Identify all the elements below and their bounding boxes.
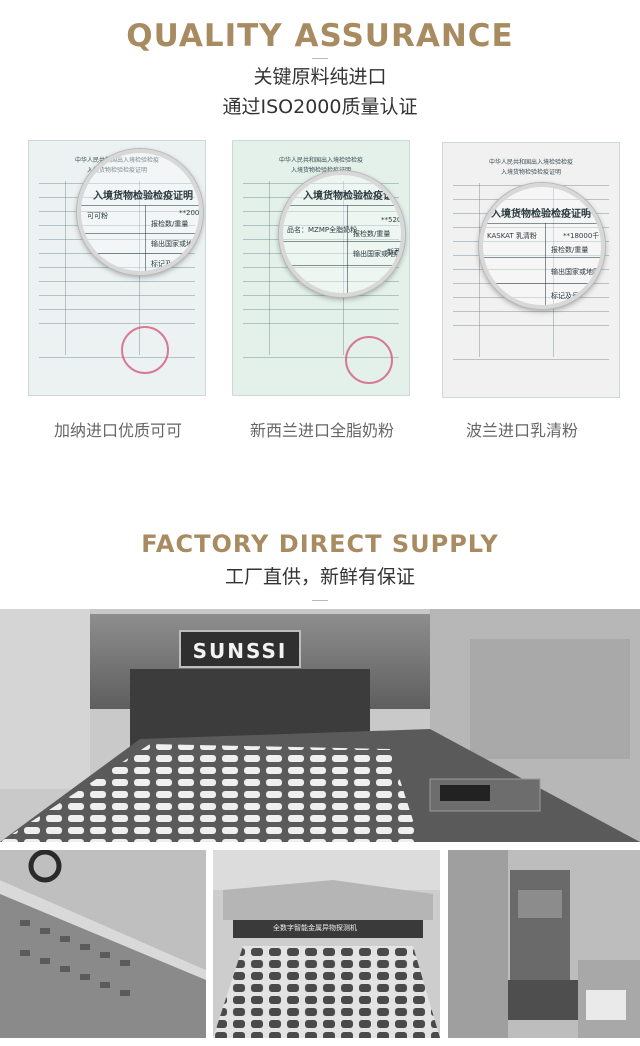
factory-metal-detector-photo: 全数字智能金属异物探测机 [213, 850, 440, 1038]
lens-title: 入境货物检验检疫证明 [93, 191, 193, 202]
certificate-caption: 加纳进口优质可可 [53, 421, 182, 440]
lens-title: 入境货物检验检疫证明 [303, 191, 403, 202]
magnifier-lens: 入境货物检验检疫证明 品名：MZMP全脂奶粉 报检数/重量 **5200千 输出… [279, 171, 405, 297]
machine-sign: 全数字智能金属异物探测机 [273, 924, 357, 932]
magnifier-lens: 入境货物检验检疫证明 报检数/重量 **20000 输出国家或地区 标记及号码 … [77, 149, 203, 275]
lens-title: 入境货物检验检疫证明 [491, 209, 591, 220]
factory-packaging-photo [448, 850, 640, 1038]
factory-line-1: 工厂直供，新鲜有保证 [224, 566, 415, 588]
detector-illustration [213, 850, 440, 1038]
quality-line-2: 通过ISO2000质量认证 [222, 96, 418, 118]
brand-sign: SUNSSI [192, 639, 288, 663]
certificate-doc-title: 入境货物检验检疫证明 [500, 169, 561, 176]
production-line-illustration [0, 609, 640, 842]
certificate-header: 中华人民共和国出入境检验检疫 [278, 157, 363, 164]
factory-oven-photo [0, 850, 206, 1038]
certificate-milk-powder: 中华人民共和国出入境检验检疫 入境货物检验检疫证明 入境货物检验检疫证明 品名：… [232, 140, 410, 396]
factory-production-line-photo: SUNSSI [0, 609, 640, 842]
certificate-doc-title: 入境货物检验检疫证明 [290, 167, 351, 174]
quality-line-1: 关键原料纯进口 [253, 66, 387, 88]
oven-illustration [0, 850, 206, 1038]
quality-title: QUALITY ASSURANCE [126, 18, 514, 54]
factory-title: FACTORY DIRECT SUPPLY [141, 530, 499, 558]
certificate-caption: 新西兰进口全脂奶粉 [249, 421, 394, 440]
packaging-illustration [448, 850, 640, 1038]
quality-divider [312, 58, 328, 59]
factory-divider [312, 600, 328, 601]
certificate-cocoa: 中华人民共和国出入境检验检疫 入境货物检验检疫证明 入境货物检验检疫证明 报检数… [28, 140, 206, 396]
certificate-whey-powder: 中华人民共和国出入境检验检疫 入境货物检验检疫证明 入境货物检验检疫证明 KAS… [442, 142, 620, 398]
certificate-header: 中华人民共和国出入境检验检疫 [488, 159, 573, 166]
certificate-caption: 波兰进口乳清粉 [465, 421, 578, 440]
red-seal-icon [345, 336, 393, 384]
magnifier-lens: 入境货物检验检疫证明 KASKAT 乳清粉 报检数/重量 **18000千 输出… [479, 183, 605, 309]
red-seal-icon [121, 326, 169, 374]
